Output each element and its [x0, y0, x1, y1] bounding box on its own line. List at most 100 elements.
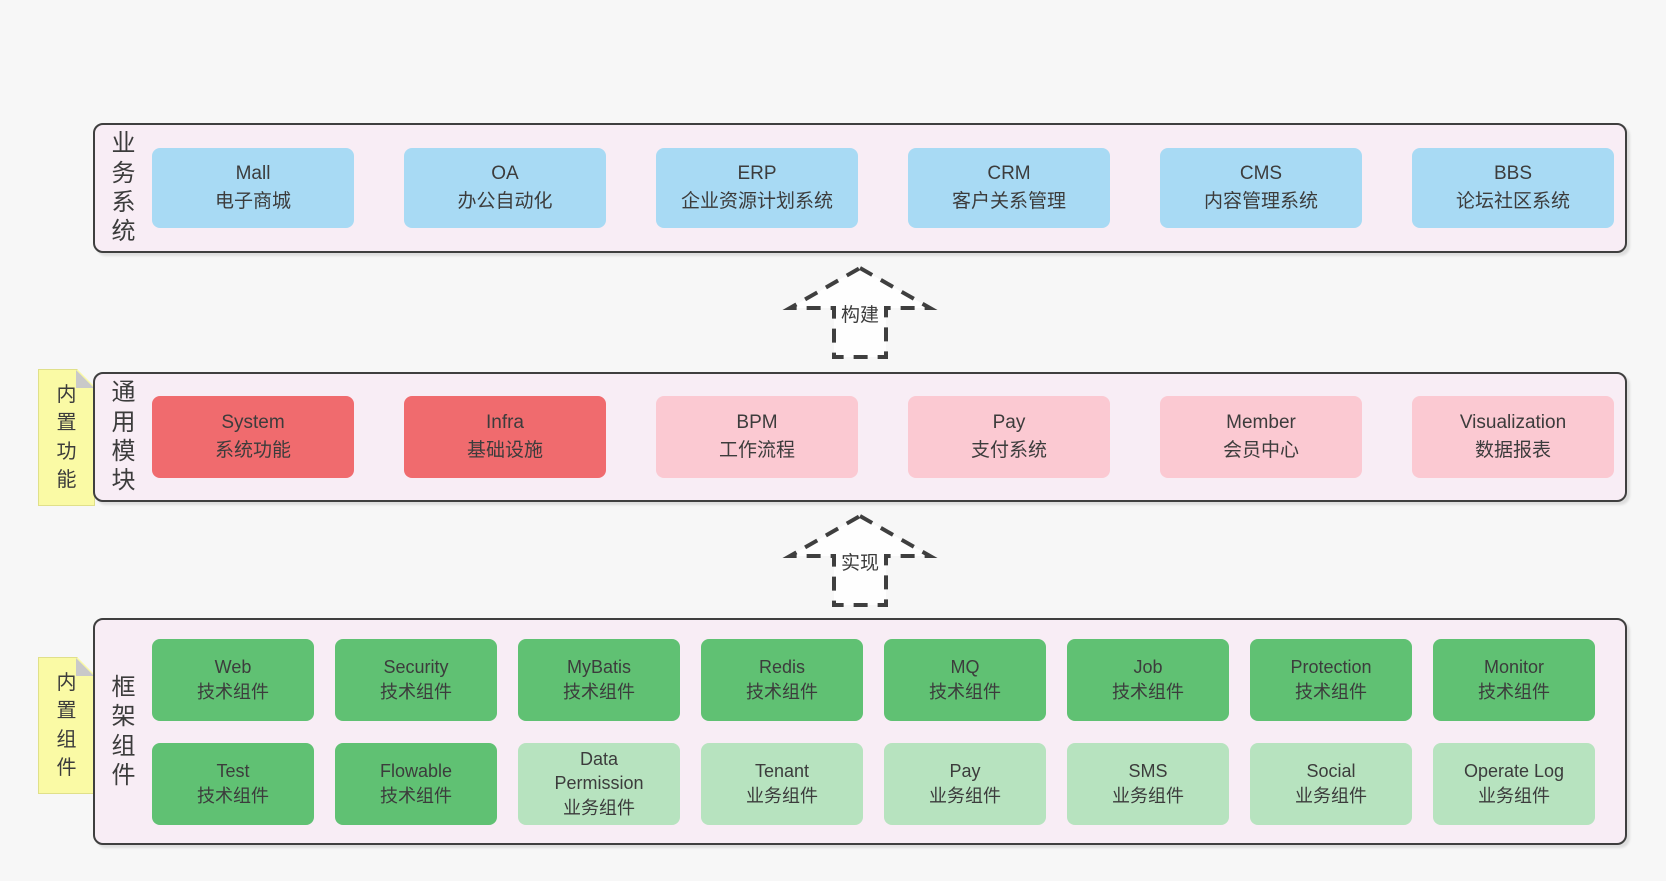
node-pay: Pay 业务组件: [884, 742, 1046, 825]
node-subtitle: 业务组件: [1478, 785, 1550, 806]
node-infra: Infra 基础设施: [404, 396, 606, 478]
node-web: Web 技术组件: [152, 638, 314, 721]
sticky-note-text: 内置功能: [56, 383, 77, 491]
node-title: Operate Log: [1463, 761, 1565, 782]
node-subtitle: 工作流程: [718, 440, 795, 461]
node-subtitle: 业务组件: [929, 785, 1001, 806]
node-title: Pay: [992, 412, 1026, 434]
node-title: Security: [383, 657, 449, 678]
node-title: Pay: [949, 761, 981, 782]
node-redis: Redis 技术组件: [701, 638, 863, 721]
node-subtitle: 系统功能: [214, 440, 291, 461]
node-subtitle: 技术组件: [380, 681, 452, 702]
node-title: Job: [1133, 657, 1163, 678]
node-subtitle: 支付系统: [970, 440, 1047, 461]
node-subtitle: 技术组件: [746, 681, 818, 702]
sticky-note-built-in-features: 内置功能: [38, 369, 95, 506]
node-title: Monitor: [1483, 657, 1545, 678]
arrow-build-label: 构建: [837, 300, 883, 327]
arrow-implement-label: 实现: [837, 548, 883, 575]
node-title: SMS: [1128, 761, 1168, 782]
node-job: Job 技术组件: [1067, 638, 1229, 721]
band-row: System 系统功能 Infra 基础设施 BPM 工作流程 Pay 支付系统 Member 会…: [152, 396, 1625, 478]
node-title: Data Permission: [554, 749, 644, 794]
node-erp: ERP 企业资源计划系统: [656, 148, 858, 228]
folded-corner-icon: [76, 370, 94, 388]
node-subtitle: 办公自动化: [457, 191, 553, 212]
node-subtitle: 业务组件: [1295, 785, 1367, 806]
node-operate-log: Operate Log 业务组件: [1433, 742, 1595, 825]
band-framework-components-label: 框架组件: [95, 620, 152, 843]
node-title: Infra: [485, 412, 525, 434]
band-business-systems-label: 业务系统: [95, 125, 152, 251]
node-title: Web: [214, 657, 252, 678]
node-subtitle: 客户关系管理: [951, 191, 1066, 212]
node-title: Visualization: [1459, 412, 1567, 434]
node-title: ERP: [737, 163, 777, 185]
band-common-modules-label: 通用模块: [95, 374, 152, 500]
node-title: OA: [491, 163, 519, 185]
node-subtitle: 技术组件: [380, 785, 452, 806]
node-title: Member: [1226, 412, 1296, 434]
node-subtitle: 基础设施: [466, 440, 543, 461]
node-subtitle: 技术组件: [1112, 681, 1184, 702]
node-subtitle: 技术组件: [197, 785, 269, 806]
node-pay: Pay 支付系统: [908, 396, 1110, 478]
node-mq: MQ 技术组件: [884, 638, 1046, 721]
node-bpm: BPM 工作流程: [656, 396, 858, 478]
band-label-text: 通用模块: [111, 379, 136, 495]
sticky-note-text: 内置组件: [56, 671, 77, 779]
node-title: CMS: [1239, 163, 1283, 185]
node-data-permission: Data Permission 业务组件: [518, 742, 680, 825]
node-test: Test 技术组件: [152, 742, 314, 825]
node-title: BBS: [1493, 163, 1533, 185]
sticky-note-built-in-components: 内置组件: [38, 657, 95, 794]
node-title: BPM: [736, 412, 778, 434]
node-subtitle: 技术组件: [197, 681, 269, 702]
node-title: Protection: [1290, 657, 1372, 678]
node-subtitle: 电子商城: [214, 191, 291, 212]
node-subtitle: 技术组件: [929, 681, 1001, 702]
folded-corner-icon: [76, 658, 94, 676]
node-title: MyBatis: [566, 657, 631, 678]
node-subtitle: 企业资源计划系统: [680, 191, 833, 212]
node-subtitle: 技术组件: [563, 681, 635, 702]
node-oa: OA 办公自动化: [404, 148, 606, 228]
node-mall: Mall 电子商城: [152, 148, 354, 228]
arrow-implement: 实现: [782, 513, 938, 609]
node-protection: Protection 技术组件: [1250, 638, 1412, 721]
node-title: Tenant: [754, 761, 810, 782]
node-cms: CMS 内容管理系统: [1160, 148, 1362, 228]
node-mybatis: MyBatis 技术组件: [518, 638, 680, 721]
node-subtitle: 论坛社区系统: [1455, 191, 1570, 212]
node-subtitle: 内容管理系统: [1203, 191, 1318, 212]
node-title: Flowable: [379, 761, 453, 782]
node-title: Mall: [235, 163, 271, 185]
node-title: Social: [1306, 761, 1356, 782]
arrow-build: 构建: [782, 265, 938, 361]
node-security: Security 技术组件: [335, 638, 497, 721]
band-common-modules: 通用模块 System 系统功能 Infra 基础设施 BPM 工作流程 Pay 支付系统 Me…: [93, 372, 1627, 502]
node-title: System: [221, 412, 285, 434]
node-title: Redis: [758, 657, 806, 678]
band-label-text: 框架组件: [111, 673, 136, 789]
band-common-modules-nodes: System 系统功能 Infra 基础设施 BPM 工作流程 Pay 支付系统 Member 会…: [152, 374, 1625, 500]
node-member: Member 会员中心: [1160, 396, 1362, 478]
node-flowable: Flowable 技术组件: [335, 742, 497, 825]
node-title: MQ: [950, 657, 980, 678]
node-title: Test: [216, 761, 250, 782]
node-system: System 系统功能: [152, 396, 354, 478]
node-subtitle: 业务组件: [563, 797, 635, 818]
node-subtitle: 数据报表: [1474, 440, 1551, 461]
node-subtitle: 技术组件: [1295, 681, 1367, 702]
node-subtitle: 会员中心: [1222, 440, 1299, 461]
node-visualization: Visualization 数据报表: [1412, 396, 1614, 478]
